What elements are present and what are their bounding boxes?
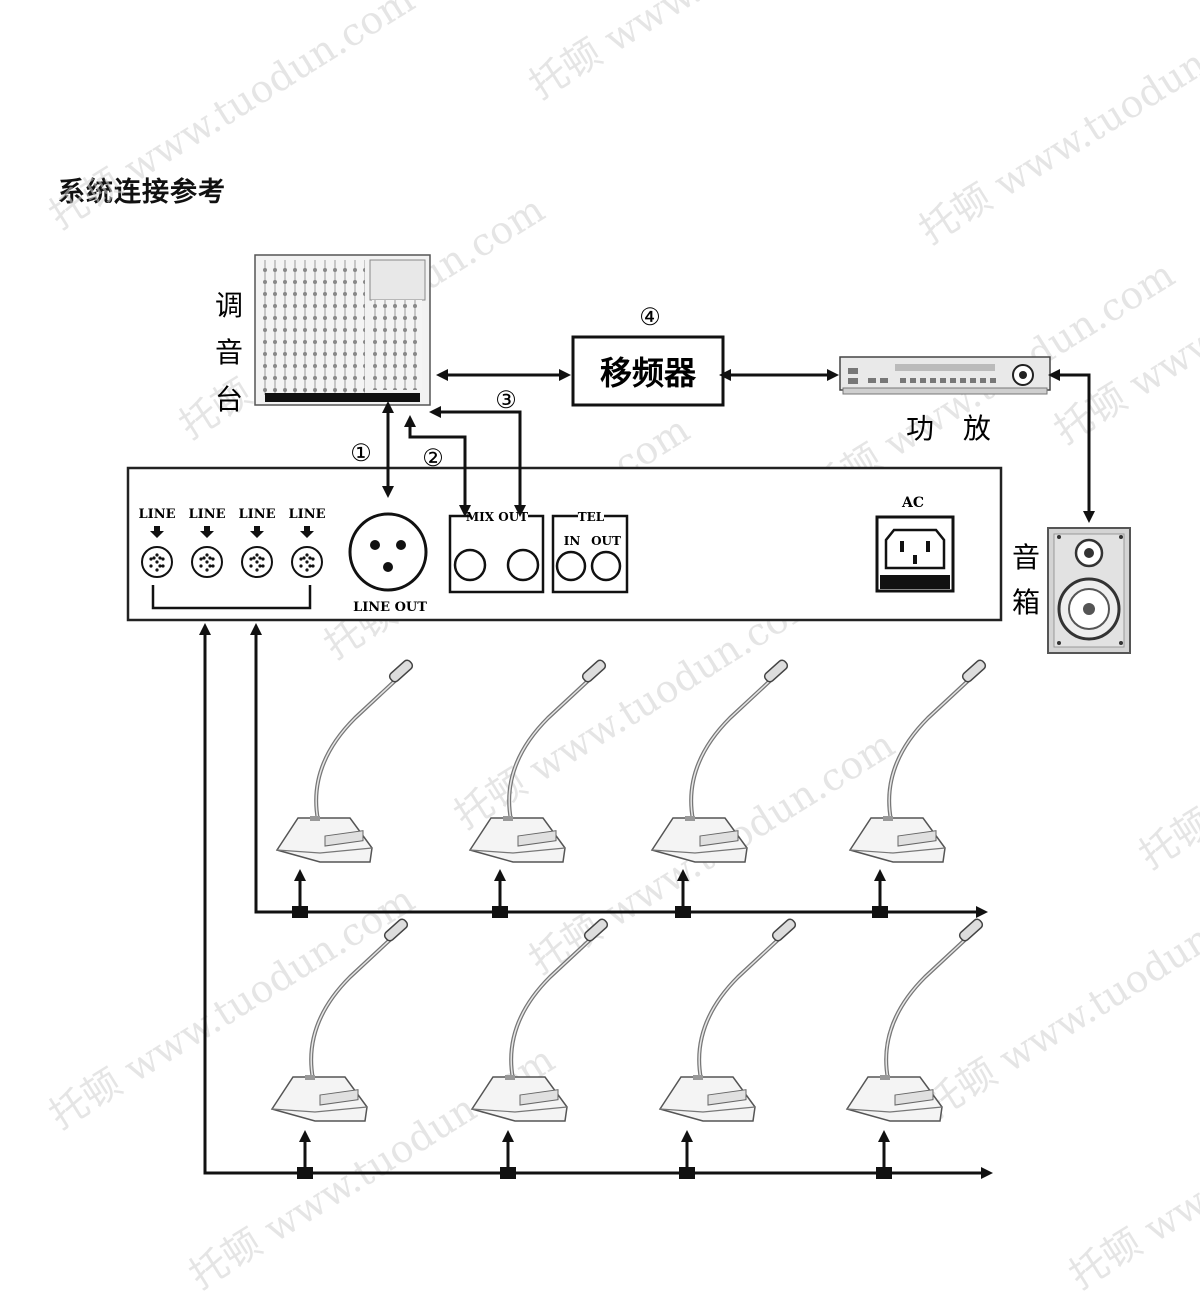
delegate-microphone-2 (468, 659, 607, 918)
mic-head (581, 659, 607, 683)
bus-line-row-2 (199, 623, 993, 1179)
mic-control-panel (519, 1089, 559, 1106)
line-port-2: LINE (188, 507, 226, 578)
microphone-bus-lines (199, 623, 993, 1179)
watermark-text: 托顿 www.tuodun.com (916, 867, 1200, 1128)
connection-lines (382, 369, 1095, 523)
line-port-3: LINE (238, 507, 276, 578)
frequency-shifter-label: 移频器 (600, 354, 697, 392)
watermark-text: 托顿 www.tuodun.com (1131, 617, 1200, 878)
watermark-text: 托顿 www.tuodun.com (41, 877, 422, 1138)
amplifier-device (839, 356, 1051, 395)
frequency-shifter-device: 移频器 (571, 335, 725, 407)
bus-junction (876, 1167, 892, 1179)
microphone-group (270, 659, 987, 1179)
marker-2: ② (422, 444, 444, 472)
mixer-device (254, 254, 431, 406)
line-port-bracket (151, 585, 312, 610)
ac-power-socket (875, 515, 955, 593)
down-arrow-icon (150, 526, 164, 538)
line-port-label: LINE (288, 507, 325, 522)
tel-label: TEL (578, 510, 605, 524)
page-title: 系统连接参考 (58, 177, 226, 208)
bus-junction (679, 1167, 695, 1179)
bus-junction (675, 906, 691, 918)
line-port-label: LINE (188, 507, 225, 522)
tel-port-group (551, 509, 629, 594)
mixer-label-char-3: 台 (215, 383, 243, 416)
down-arrow-icon (200, 526, 214, 538)
speaker-device (1047, 527, 1131, 654)
mixer-label-char-2: 音 (215, 336, 243, 369)
mic-control-panel (517, 830, 557, 847)
mic-head (583, 918, 609, 942)
speaker-label: 音 箱 (1012, 541, 1040, 619)
ac-label: AC (901, 495, 924, 511)
line-port-4: LINE (288, 507, 326, 578)
mic-head (771, 918, 797, 942)
mic-control-panel (324, 830, 364, 847)
delegate-microphone-7 (658, 918, 797, 1179)
tel-in-label: IN (564, 534, 581, 548)
marker-3: ③ (495, 386, 517, 414)
watermark-text: 托顿 www.tuodun.com (521, 0, 902, 108)
down-arrow-icon (300, 526, 314, 538)
gooseneck (887, 676, 973, 821)
mic-control-panel (319, 1089, 359, 1106)
delegate-microphone-1 (275, 659, 414, 918)
bus-junction (297, 1167, 313, 1179)
delegate-microphone-5 (270, 918, 409, 1179)
bus-junction (500, 1167, 516, 1179)
mic-head (763, 659, 789, 683)
amplifier-label: 功 放 (906, 412, 1001, 445)
speaker-label-char-1: 音 (1012, 541, 1040, 574)
watermark-text: 托顿 www.tuodun.com (41, 0, 422, 238)
mic-control-panel (699, 830, 739, 847)
line-out-label: LINE OUT (353, 600, 427, 615)
link-3-mix-out (429, 406, 526, 517)
mic-head (383, 918, 409, 942)
bus-junction (492, 906, 508, 918)
line-port-label: LINE (138, 507, 175, 522)
delegate-microphone-3 (650, 659, 789, 918)
gooseneck (697, 935, 783, 1080)
mic-control-panel (894, 1089, 934, 1106)
mixer-label-char-1: 调 (215, 289, 243, 322)
mix-out-label: MIX OUT (466, 510, 528, 524)
marker-4: ④ (639, 303, 661, 331)
watermark-text: 托顿 www.tuodun.com (911, 0, 1200, 253)
gooseneck (884, 935, 970, 1080)
line-port-label: LINE (238, 507, 275, 522)
mic-control-panel (707, 1089, 747, 1106)
tel-out-label: OUT (591, 534, 621, 548)
watermark-text: 托顿 www.tuodun.com (1061, 1037, 1200, 1298)
down-arrow-icon (250, 526, 264, 538)
delegate-microphone-4 (848, 659, 987, 918)
line-out-xlr-connector (348, 512, 428, 592)
line-port-1: LINE (138, 507, 176, 578)
speaker-label-char-2: 箱 (1012, 586, 1040, 619)
mic-head (388, 659, 414, 683)
marker-1: ① (350, 439, 372, 467)
mixer-label: 调 音 台 (215, 289, 243, 416)
mic-head (961, 659, 987, 683)
gooseneck (314, 676, 400, 821)
delegate-microphone-6 (470, 918, 609, 1179)
mic-head (958, 918, 984, 942)
delegate-microphone-8 (845, 918, 984, 1179)
line-port-group: LINE LINE LINE LINE (138, 507, 326, 578)
mic-control-panel (897, 830, 937, 847)
bus-junction (872, 906, 888, 918)
bus-junction (292, 906, 308, 918)
amplifier-speaker-link (1048, 369, 1095, 523)
